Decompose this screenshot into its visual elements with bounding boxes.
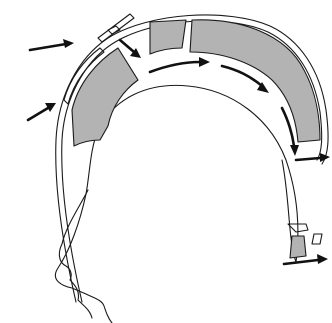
arrow-icon: [284, 260, 318, 264]
arrow-icon: [63, 39, 74, 48]
rear-clip: [312, 234, 322, 244]
arrow-icon: [150, 62, 200, 72]
arrow-icon: [28, 108, 48, 120]
helmet-pad-rear-lower: [290, 236, 306, 258]
arrow-icon: [296, 158, 320, 160]
arrow-icon: [290, 145, 299, 156]
arrow-icon: [199, 57, 210, 67]
arrow-icon: [320, 153, 330, 162]
arrow-icon: [30, 44, 66, 50]
arrow-icon: [120, 40, 134, 52]
helmet-pad-top-front: [150, 20, 186, 54]
arrow-icon: [317, 254, 328, 264]
